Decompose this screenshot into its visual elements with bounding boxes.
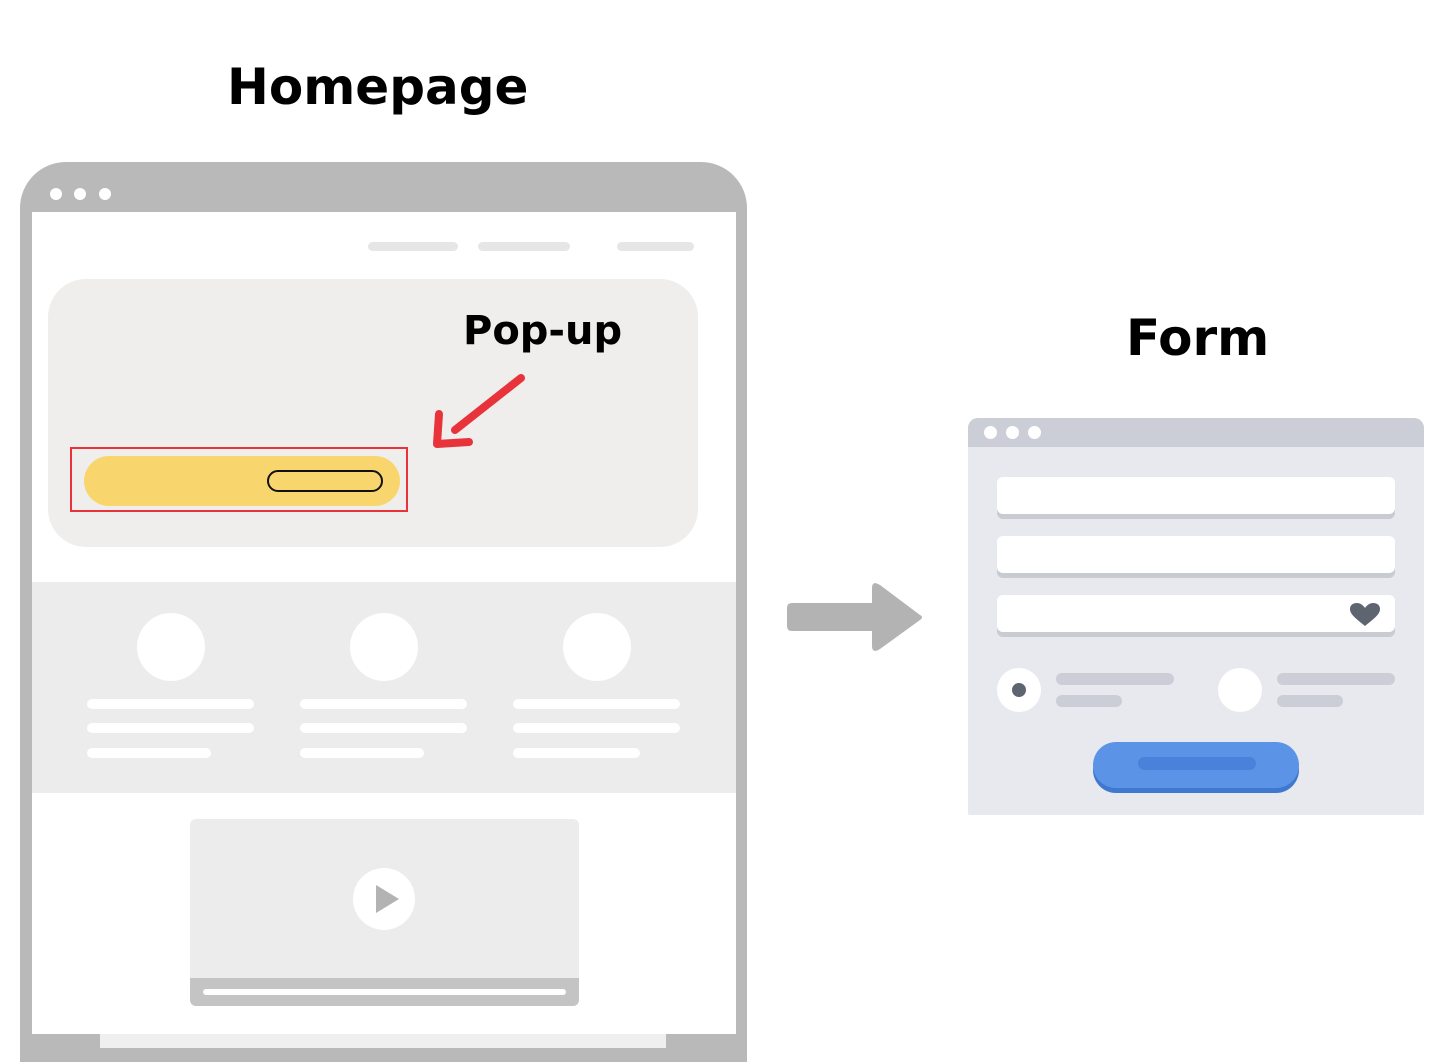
feature-icon-placeholder <box>137 613 205 681</box>
feature-icon-placeholder <box>563 613 631 681</box>
form-input-field[interactable] <box>997 536 1395 573</box>
homepage-title: Homepage <box>227 58 529 116</box>
video-controls <box>190 978 579 1006</box>
footer-block <box>666 1034 736 1048</box>
window-dot <box>1028 426 1041 439</box>
play-icon <box>376 885 399 913</box>
window-dot <box>1006 426 1019 439</box>
form-input-field[interactable] <box>997 477 1395 514</box>
heart-icon <box>1350 603 1380 626</box>
nav-link-placeholder[interactable] <box>478 242 570 251</box>
form-title: Form <box>1126 309 1270 367</box>
text-line-placeholder <box>513 699 680 709</box>
popup-highlight-box <box>70 447 408 512</box>
radio-selected-dot <box>1012 683 1026 697</box>
homepage-page: Pop-up <box>32 212 736 1048</box>
text-line-placeholder <box>513 748 640 758</box>
text-line-placeholder <box>300 748 424 758</box>
window-dot <box>74 188 86 200</box>
arrow-right-icon <box>787 583 922 651</box>
window-dot <box>50 188 62 200</box>
video-player[interactable] <box>190 819 579 1006</box>
radio-label-placeholder <box>1056 695 1122 707</box>
nav-link-placeholder[interactable] <box>368 242 458 251</box>
footer-block <box>32 1034 100 1048</box>
text-line-placeholder <box>87 748 211 758</box>
radio-label-placeholder <box>1277 673 1395 685</box>
radio-label-placeholder <box>1056 673 1174 685</box>
feature-icon-placeholder <box>350 613 418 681</box>
radio-option[interactable] <box>997 668 1041 712</box>
nav-link-placeholder[interactable] <box>617 242 694 251</box>
window-dot <box>984 426 997 439</box>
radio-option[interactable] <box>1218 668 1262 712</box>
arrow-down-left-icon <box>433 374 525 448</box>
form-input-field[interactable] <box>997 595 1395 632</box>
footer-block <box>100 1034 666 1048</box>
features-section <box>32 582 736 793</box>
popup-label: Pop-up <box>463 308 623 354</box>
submit-label-placeholder <box>1138 757 1256 770</box>
text-line-placeholder <box>300 723 467 733</box>
text-line-placeholder <box>300 699 467 709</box>
text-line-placeholder <box>87 699 254 709</box>
window-dot <box>99 188 111 200</box>
form-window-titlebar <box>968 418 1424 447</box>
text-line-placeholder <box>513 723 680 733</box>
play-button[interactable] <box>353 868 415 930</box>
form-window <box>968 418 1424 815</box>
popup-button[interactable] <box>267 470 383 492</box>
submit-button[interactable] <box>1093 742 1299 788</box>
radio-label-placeholder <box>1277 695 1343 707</box>
text-line-placeholder <box>87 723 254 733</box>
video-progress-track[interactable] <box>203 989 566 995</box>
